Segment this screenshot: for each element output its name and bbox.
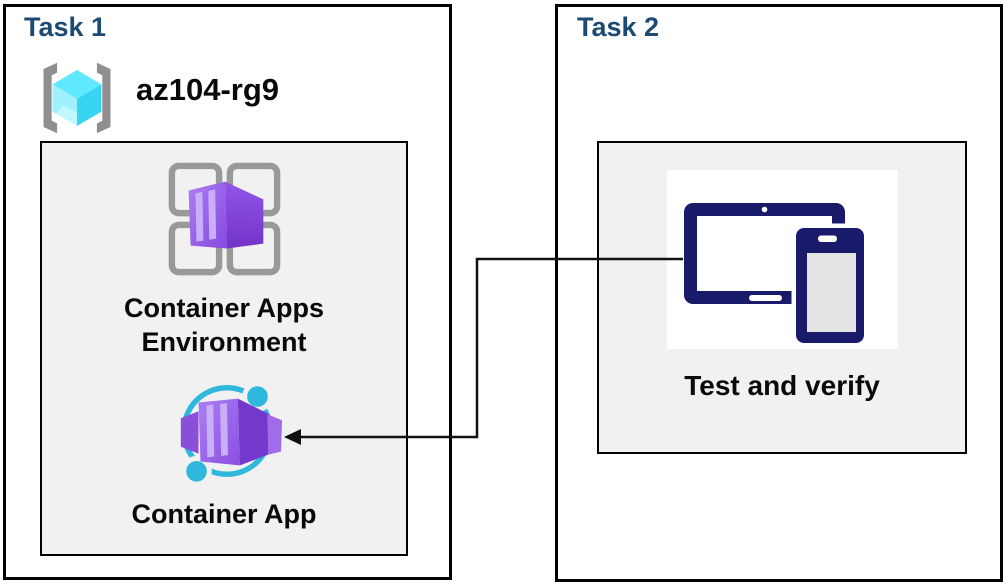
- task1-title: Task 1: [24, 12, 107, 42]
- task2-title: Task 2: [577, 12, 660, 42]
- devices-card: [667, 170, 898, 349]
- container-app-label: Container App: [131, 499, 317, 529]
- test-and-verify-label: Test and verify: [684, 370, 880, 401]
- resource-group-name: az104-rg9: [136, 72, 280, 107]
- resource-group-icon: [43, 62, 111, 134]
- container-apps-environment-icon: [168, 162, 281, 276]
- environment-label: Container Apps Environment: [123, 293, 324, 357]
- container-app-icon: [180, 381, 283, 487]
- tablet-phone-icon: [684, 203, 869, 348]
